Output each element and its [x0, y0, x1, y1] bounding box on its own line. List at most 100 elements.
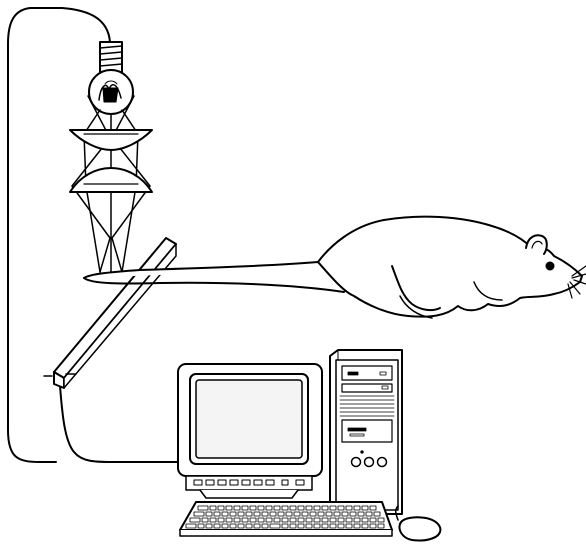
- keyboard-key: [198, 524, 204, 528]
- keyboard-key: [330, 524, 336, 528]
- keyboard-key: [362, 524, 368, 528]
- keyboard-key: [238, 524, 244, 528]
- lens-lower-icon: [70, 168, 152, 192]
- keyboard-key: [274, 506, 280, 510]
- keyboard-key: [378, 518, 384, 522]
- keyboard-key: [350, 512, 356, 516]
- keyboard-key: [246, 512, 252, 516]
- keyboard-key: [262, 524, 268, 528]
- keyboard-key: [186, 524, 196, 528]
- keyboard-key: [218, 506, 224, 510]
- keyboard-key: [342, 512, 348, 516]
- keyboard-key: [222, 512, 228, 516]
- keyboard-key: [290, 506, 296, 510]
- keyboard-key: [290, 524, 296, 528]
- keyboard-key: [234, 506, 240, 510]
- keyboard-key: [214, 524, 220, 528]
- keyboard-key: [346, 506, 352, 510]
- monitor-icon: [178, 364, 322, 498]
- keyboard-key: [210, 518, 216, 522]
- keyboard-key: [330, 506, 336, 510]
- keyboard-key: [374, 512, 380, 516]
- keyboard-key: [230, 512, 236, 516]
- keyboard-key: [338, 518, 344, 522]
- keyboard-key: [282, 524, 288, 528]
- keyboard-key: [198, 506, 208, 510]
- keyboard-key: [258, 506, 264, 510]
- keyboard-key: [194, 512, 204, 516]
- keyboard-key: [262, 512, 268, 516]
- keyboard-key: [290, 518, 296, 522]
- rat-eye: [547, 263, 554, 270]
- keyboard-key: [314, 524, 320, 528]
- keyboard-key: [338, 506, 344, 510]
- keyboard-key: [270, 524, 280, 528]
- keyboard-key: [254, 524, 260, 528]
- keyboard-key: [310, 512, 316, 516]
- keyboard-key: [234, 518, 240, 522]
- keyboard-key: [314, 506, 320, 510]
- keyboard-key: [206, 512, 212, 516]
- keyboard-key: [314, 518, 320, 522]
- keyboard-key: [270, 512, 276, 516]
- keyboard-key: [370, 518, 376, 522]
- keyboard-key: [282, 506, 288, 510]
- keyboard-key: [318, 512, 324, 516]
- sensor-cable: [60, 386, 182, 462]
- keyboard-key: [370, 506, 376, 510]
- keyboard-key: [322, 518, 328, 522]
- keyboard-key: [346, 518, 352, 522]
- keyboard-icon: [180, 502, 392, 536]
- keyboard-key: [306, 506, 312, 510]
- keyboard-key: [226, 506, 232, 510]
- keyboard-key: [362, 518, 368, 522]
- keyboard-key: [302, 512, 308, 516]
- keyboard-key: [338, 524, 344, 528]
- keyboard-key: [358, 512, 364, 516]
- keyboard-key: [230, 524, 236, 528]
- keyboard-key: [326, 512, 332, 516]
- keyboard-key: [306, 518, 312, 522]
- keyboard-key: [282, 518, 288, 522]
- keyboard-key: [354, 524, 360, 528]
- keyboard-key: [206, 524, 212, 528]
- keyboard-key: [298, 518, 304, 522]
- keyboard-key: [242, 506, 248, 510]
- keyboard-key: [322, 506, 328, 510]
- keyboard-key: [226, 518, 232, 522]
- keyboard-key: [238, 512, 244, 516]
- keyboard-key: [334, 512, 340, 516]
- keyboard-key: [210, 506, 216, 510]
- keyboard-key: [266, 518, 272, 522]
- keyboard-key: [190, 518, 200, 522]
- keyboard-key: [218, 518, 224, 522]
- keyboard-key: [286, 512, 292, 516]
- keyboard-key: [330, 518, 336, 522]
- keyboard-key: [362, 506, 368, 510]
- keyboard-key: [266, 506, 272, 510]
- keyboard-key: [378, 524, 384, 528]
- keyboard-key: [202, 518, 208, 522]
- keyboard-key: [278, 512, 284, 516]
- sensor-bar-icon: [44, 238, 176, 388]
- keyboard-key: [298, 506, 304, 510]
- keyboard-key: [322, 524, 328, 528]
- keyboard-key: [306, 524, 312, 528]
- keyboard-key: [294, 512, 300, 516]
- keyboard-key: [258, 518, 264, 522]
- keyboard-key: [222, 524, 228, 528]
- keyboard-key: [242, 518, 248, 522]
- keyboard-key: [354, 506, 360, 510]
- lamp-icon: [89, 42, 133, 114]
- tower-icon: [330, 350, 402, 514]
- keyboard-key: [354, 518, 360, 522]
- keyboard-key: [274, 518, 280, 522]
- keyboard-key: [250, 506, 256, 510]
- rat-body: [318, 217, 582, 317]
- keyboard-key: [214, 512, 220, 516]
- keyboard-key: [346, 524, 352, 528]
- keyboard-key: [254, 512, 260, 516]
- keyboard-key: [370, 524, 376, 528]
- lens-upper-icon: [70, 130, 152, 150]
